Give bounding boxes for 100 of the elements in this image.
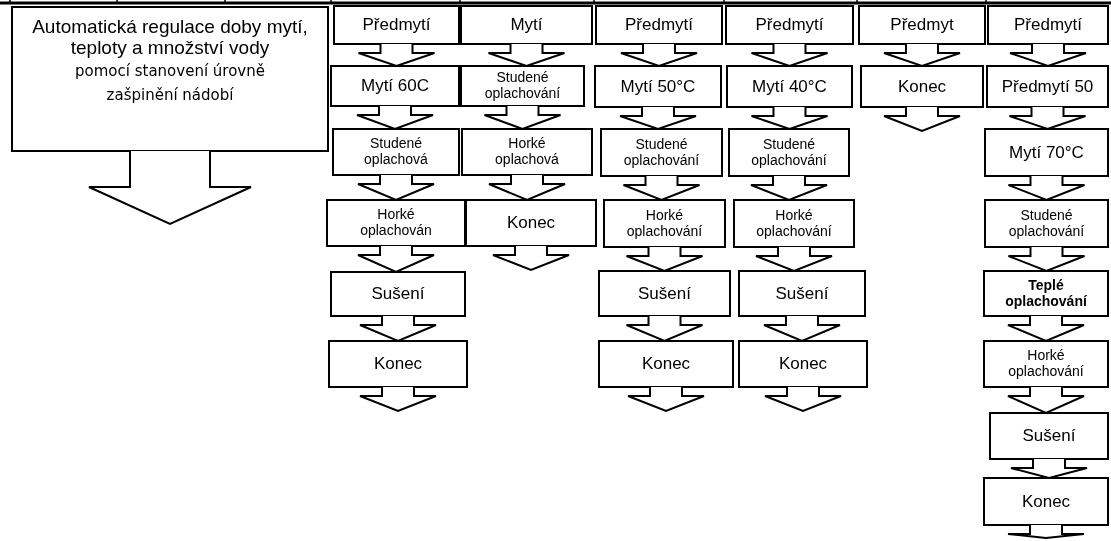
box-label: Horké oplachová — [494, 136, 560, 168]
block-arrow — [356, 105, 434, 131]
process-box — [333, 5, 460, 45]
box-label: Předmyt — [890, 15, 954, 35]
process-box — [465, 199, 597, 247]
block-arrow — [764, 386, 842, 413]
block-arrow — [755, 246, 833, 273]
block-arrow — [492, 245, 570, 272]
block-arrow — [1007, 524, 1085, 539]
box-label: Studené oplachování — [750, 136, 828, 169]
block-arrow — [483, 105, 562, 131]
process-box — [460, 65, 585, 107]
process-box — [332, 128, 460, 176]
block-arrow — [1007, 386, 1085, 415]
process-box — [738, 270, 866, 317]
block-arrow — [622, 175, 701, 202]
block-arrow — [750, 106, 829, 131]
box-label: Mytí — [510, 15, 543, 35]
block-arrow — [488, 174, 566, 202]
box-label: Horké oplachován — [359, 207, 433, 239]
box-label: Předmytí 50 — [1001, 77, 1094, 96]
box-label: Horké oplachování — [1007, 348, 1085, 380]
box-label: Sušení — [371, 284, 425, 304]
block-arrow — [357, 43, 436, 68]
box-label: Konec — [373, 354, 423, 374]
block-arrow — [883, 43, 961, 68]
block-arrow — [883, 106, 961, 133]
process-box — [598, 340, 734, 388]
process-box — [326, 199, 466, 247]
box-label: Konec — [778, 354, 828, 374]
process-box — [983, 270, 1109, 317]
process-box — [983, 477, 1109, 526]
process-box — [987, 5, 1109, 45]
block-arrow — [620, 43, 698, 68]
box-label: Mytí 50°C — [620, 77, 696, 96]
box-label: Horké oplachování — [625, 207, 704, 240]
block-arrow — [1007, 175, 1086, 202]
process-box — [603, 199, 726, 248]
process-box — [738, 340, 868, 388]
process-box — [330, 271, 466, 317]
process-box — [598, 270, 731, 317]
process-box — [11, 6, 329, 152]
process-box — [733, 199, 855, 248]
box-label: Studené oplachování — [622, 136, 701, 169]
process-box — [460, 5, 593, 45]
box-label: Studené oplachování — [1007, 207, 1086, 240]
block-arrow — [627, 386, 705, 413]
process-box — [726, 65, 853, 108]
block-arrow — [359, 315, 437, 343]
block-arrow — [625, 246, 704, 273]
block-arrow — [1008, 106, 1087, 131]
box-label: Předmytí — [362, 15, 431, 35]
process-box — [328, 340, 468, 388]
process-box — [728, 128, 850, 177]
block-arrow — [357, 245, 435, 274]
block-arrow — [1007, 315, 1085, 343]
block-arrow — [750, 175, 828, 202]
box-label: Sušení — [775, 284, 829, 303]
box-label: Konec — [506, 213, 556, 233]
box-label: Studené oplachování — [483, 70, 562, 102]
box-label: Předmytí — [1014, 15, 1082, 35]
box-label: Předmytí — [625, 15, 693, 35]
process-box — [986, 65, 1109, 108]
process-box — [330, 65, 460, 107]
process-box — [984, 128, 1109, 177]
process-box — [860, 65, 984, 108]
box-label: Mytí 60C — [361, 76, 429, 96]
block-arrow — [357, 174, 435, 202]
box-label: pomocí stanovení úrovně zašpinění nádobí — [74, 60, 266, 106]
process-box — [858, 5, 986, 45]
box-label: Sušení — [1022, 426, 1076, 446]
process-box — [989, 412, 1109, 460]
block-arrow — [88, 150, 252, 226]
process-box — [725, 5, 854, 45]
block-arrow — [1010, 458, 1088, 480]
box-label: Konec — [1021, 492, 1071, 511]
box-label: Konec — [897, 77, 947, 96]
process-box — [595, 5, 723, 45]
box-label: Předmytí — [755, 15, 824, 35]
block-arrow — [750, 43, 829, 68]
box-label: Horké oplachování — [755, 207, 833, 240]
box-label: Sušení — [638, 284, 691, 303]
process-box — [983, 340, 1109, 388]
process-box — [594, 65, 722, 108]
box-label: Mytí 40°C — [752, 77, 827, 96]
block-arrow — [619, 106, 697, 131]
box-label: Automatická regulace doby mytí, teploty a množství vody — [31, 16, 309, 59]
box-label: Mytí 70°C — [1009, 143, 1084, 162]
block-arrow — [1009, 43, 1087, 68]
process-box — [461, 128, 593, 176]
block-arrow — [1007, 246, 1086, 273]
box-label: Konec — [641, 354, 691, 374]
box-label: Studené oplachová — [363, 136, 429, 168]
block-arrow — [625, 315, 704, 343]
box-label: Teplé oplachování — [1004, 277, 1088, 310]
block-arrow — [763, 315, 841, 343]
block-arrow — [359, 386, 437, 413]
process-box — [984, 199, 1109, 248]
process-box — [600, 128, 723, 177]
block-arrow — [487, 43, 566, 68]
